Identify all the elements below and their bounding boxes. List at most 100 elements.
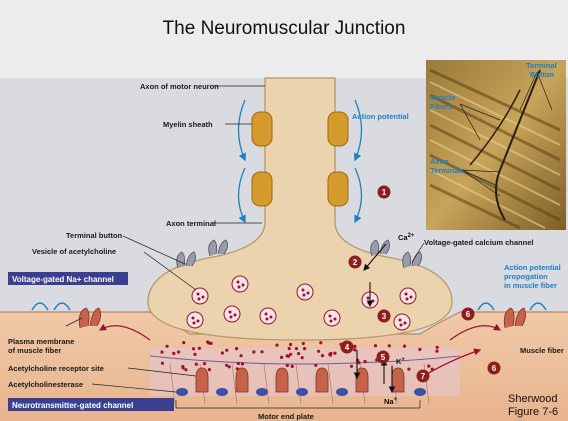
ach-molecule [237, 362, 240, 365]
micrograph-inset [426, 60, 566, 230]
ach-molecule [364, 360, 367, 363]
ach-molecule [418, 348, 421, 351]
ach-molecule [374, 344, 377, 347]
svg-text:4: 4 [345, 343, 350, 352]
svg-text:5: 5 [381, 353, 386, 362]
label-ach-receptor-site: Acetylcholine receptor site [8, 364, 104, 373]
step-marker: 6 [462, 308, 475, 321]
label-myelin-sheath: Myelin sheath [163, 120, 213, 129]
ach-molecule [353, 345, 356, 348]
label-ap-propagation-2: propogation [504, 272, 548, 281]
ach-molecule [241, 362, 244, 365]
ach-molecule [184, 368, 187, 371]
ach-molecule [206, 340, 209, 343]
label-axon-terminal: Axon terminal [166, 219, 216, 228]
ach-molecule [177, 350, 180, 353]
ach-molecule [353, 348, 356, 351]
label-motor-end-plate: Motor end plate [258, 412, 314, 421]
ach-molecule [289, 343, 292, 346]
page-title: The Neuromuscular Junction [163, 18, 406, 39]
label-vesicle-of-acetylcholine: Vesicle of acetylcholine [32, 247, 116, 256]
ach-molecule [208, 368, 211, 371]
ach-molecule [302, 342, 305, 345]
ach-molecule [297, 352, 300, 355]
tag-neurotransmitter-gated-channel: Neurotransmitter-gated channel [8, 398, 174, 411]
micro-label-muscle-fibers-1: Muscle [430, 93, 455, 102]
ach-molecule [192, 347, 195, 350]
tag-voltage-gated-na-channel: Voltage-gated Na+ channel [8, 272, 128, 285]
ach-molecule [427, 365, 430, 368]
ach-molecule [275, 344, 278, 347]
ach-molecule [436, 346, 439, 349]
svg-text:1: 1 [382, 188, 387, 197]
ach-molecule [166, 345, 169, 348]
ach-molecule [225, 349, 228, 352]
ach-molecule [291, 365, 294, 368]
ach-molecule [350, 365, 353, 368]
ach-molecule [321, 354, 324, 357]
ach-molecule [295, 347, 298, 350]
ach-molecule [225, 364, 228, 367]
ach-molecule [161, 362, 164, 365]
vesicle [224, 306, 240, 322]
ach-molecule [303, 347, 306, 350]
ach-molecule [288, 347, 291, 350]
ach-molecule [235, 347, 238, 350]
step-marker: 5 [377, 351, 390, 364]
ach-molecule [314, 364, 317, 367]
svg-text:2: 2 [353, 258, 358, 267]
label-muscle-fiber: Muscle fiber [520, 346, 564, 355]
ach-molecule [319, 341, 322, 344]
vesicle [297, 284, 313, 300]
label-terminal-button: Terminal button [66, 231, 123, 240]
vesicle [324, 310, 340, 326]
label-axon-of-motor-neuron: Axon of motor neuron [140, 82, 219, 91]
step-marker: 6 [488, 362, 501, 375]
ach-molecule [289, 353, 292, 356]
ach-molecule [160, 351, 163, 354]
svg-text:Neurotransmitter-gated channel: Neurotransmitter-gated channel [12, 401, 133, 410]
ach-molecule [286, 354, 289, 357]
ach-molecule [240, 354, 243, 357]
ach-molecule [333, 352, 336, 355]
vesicle [260, 308, 276, 324]
ach-molecule [403, 345, 406, 348]
ach-molecule [252, 350, 255, 353]
micro-label-axon-terminals-2: Terminals [430, 166, 465, 175]
step-marker: 4 [341, 341, 354, 354]
vesicle [394, 314, 410, 330]
label-ap-propagation-1: Action potential [504, 263, 561, 272]
vesicle [232, 276, 248, 292]
step-marker: 1 [378, 186, 391, 199]
step-marker: 3 [378, 310, 391, 323]
vesicle [192, 288, 208, 304]
label-plasma-membrane-2: of muscle fiber [8, 346, 61, 355]
ach-molecule [435, 350, 438, 353]
svg-text:6: 6 [492, 364, 497, 373]
label-action-potential: Action potential [352, 112, 409, 121]
credit-line-2: Figure 7-6 [508, 406, 558, 418]
vesicle [187, 312, 203, 328]
label-voltage-gated-calcium-channel: Voltage-gated calcium channel [424, 238, 533, 247]
ach-molecule [193, 353, 196, 356]
ach-molecule [388, 344, 391, 347]
ach-molecule [407, 368, 410, 371]
ach-molecule [182, 366, 185, 369]
svg-text:Voltage-gated Na+ channel: Voltage-gated Na+ channel [12, 275, 114, 284]
micro-label-terminal-2: Button [530, 70, 555, 79]
ach-molecule [317, 350, 320, 353]
ach-molecule [329, 354, 332, 357]
ach-molecule [203, 362, 206, 365]
ach-molecule [198, 347, 201, 350]
credit-line-1: Sherwood [508, 393, 558, 405]
ach-molecule [286, 364, 289, 367]
ach-molecule [195, 363, 198, 366]
vesicle [400, 288, 416, 304]
label-ap-propagation-3: in muscle fiber [504, 281, 557, 290]
ach-molecule [357, 361, 360, 364]
micro-label-muscle-fibers-2: Fibers [430, 102, 453, 111]
svg-text:7: 7 [421, 372, 426, 381]
ach-molecule [280, 356, 283, 359]
ach-molecule [172, 352, 175, 355]
